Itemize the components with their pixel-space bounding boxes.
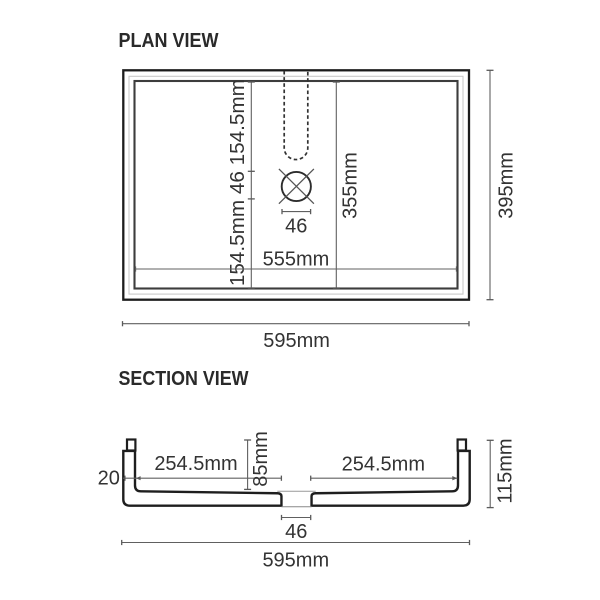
svg-text:595mm: 595mm [262,549,329,571]
svg-text:595mm: 595mm [263,330,330,352]
svg-text:555mm: 555mm [263,249,330,271]
svg-text:46: 46 [285,215,307,237]
svg-text:254.5mm: 254.5mm [154,453,237,475]
svg-text:355mm: 355mm [340,152,362,219]
svg-text:254.5mm: 254.5mm [342,453,425,475]
svg-text:115mm: 115mm [494,438,516,503]
svg-text:85mm: 85mm [250,431,272,487]
svg-text:46: 46 [285,521,307,543]
svg-text:PLAN VIEW: PLAN VIEW [119,30,219,52]
svg-text:SECTION VIEW: SECTION VIEW [119,368,249,390]
svg-text:154.5mm 46 154.5mm: 154.5mm 46 154.5mm [227,79,249,286]
svg-text:395mm: 395mm [496,152,518,219]
svg-text:20: 20 [98,467,120,489]
